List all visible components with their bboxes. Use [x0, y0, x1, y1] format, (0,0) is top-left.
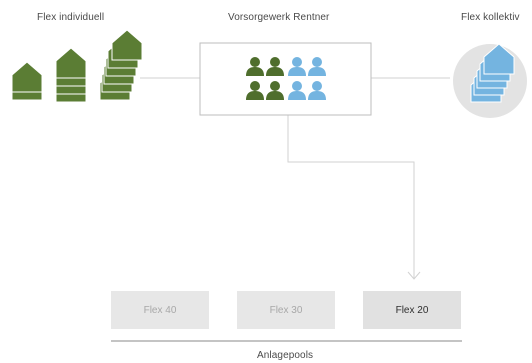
flex-individuell-label: Flex individuell: [37, 12, 105, 23]
flex-kollektiv-label: Flex kollektiv: [461, 12, 520, 23]
collective-houses-icon: [453, 43, 527, 118]
vorsorgewerk-box: [199, 42, 372, 116]
anlagepools-label: Anlagepools: [257, 350, 314, 361]
pool-flex-40: Flex 40: [111, 291, 209, 329]
pool-flex-20: Flex 20: [363, 291, 461, 329]
pool-flex-30: Flex 30: [237, 291, 335, 329]
individual-houses-icon: [11, 29, 143, 103]
vorsorgewerk-rentner-label: Vorsorgewerk Rentner: [228, 12, 330, 23]
